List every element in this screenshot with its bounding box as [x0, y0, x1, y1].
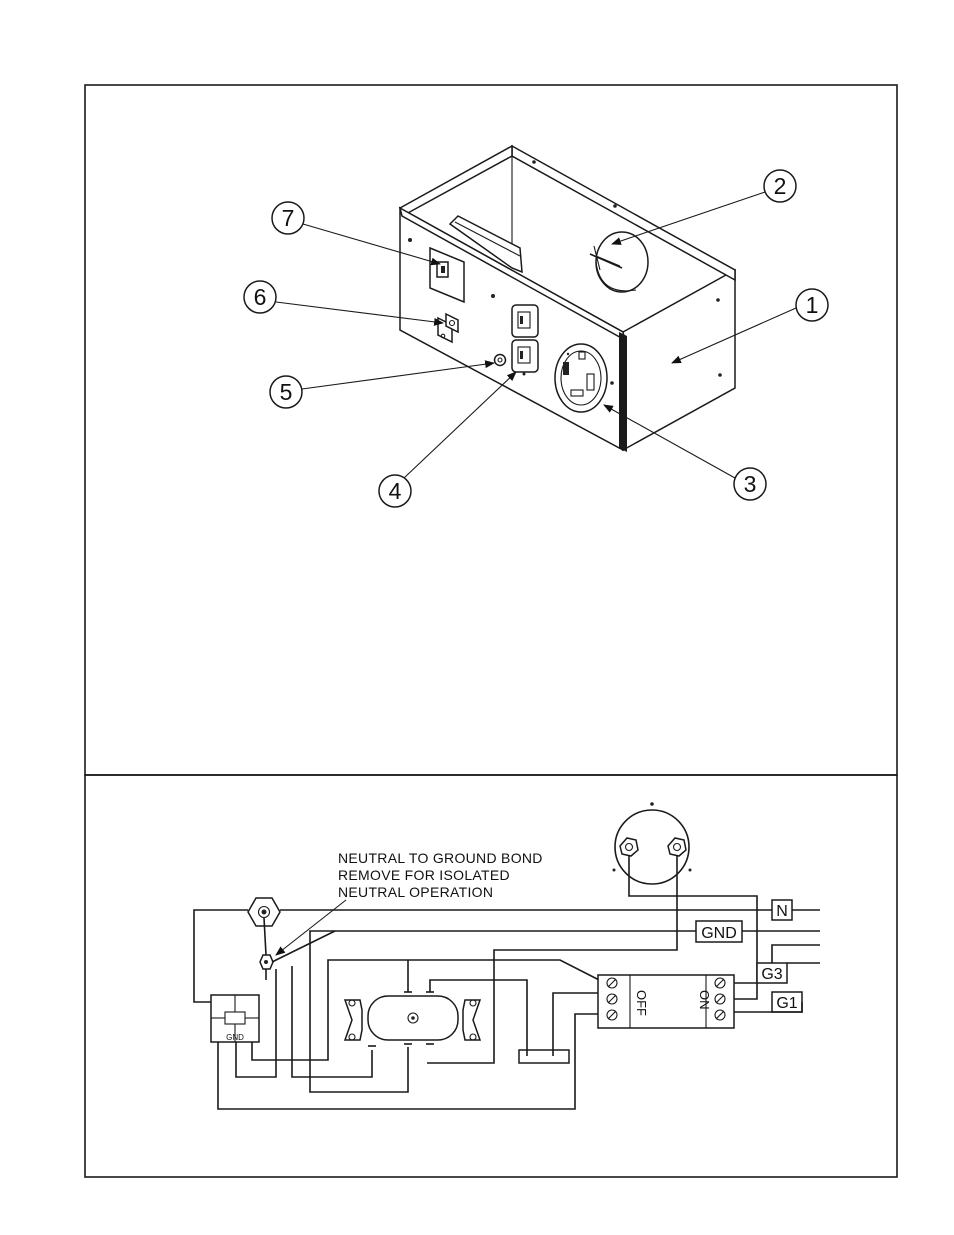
callout-label: 6 — [254, 284, 267, 310]
bond-note-arrow — [275, 899, 347, 956]
twist-lock-receptacle — [554, 343, 608, 413]
bond-note-line1: NEUTRAL TO GROUND BOND — [338, 850, 543, 866]
terminal-n: N — [771, 899, 793, 921]
svg-text:GND: GND — [226, 1033, 244, 1042]
callout-label: 7 — [282, 205, 295, 231]
bond-note-line2: REMOVE FOR ISOLATED — [338, 867, 510, 883]
callout-label: 5 — [280, 379, 293, 405]
inlet-plug-symbol — [612, 802, 692, 885]
callout-3: 3 — [603, 404, 767, 501]
internal-bracket — [448, 215, 523, 274]
switch-block: OFF ON — [597, 974, 735, 1029]
callout-7: 7 — [271, 201, 441, 266]
switch-on-label: ON — [697, 990, 712, 1010]
box-edge-flange — [619, 332, 627, 452]
bonding-nut — [493, 353, 507, 367]
callout-4: 4 — [378, 371, 517, 508]
callout-1: 1 — [671, 288, 829, 364]
callout-label: 2 — [774, 173, 787, 199]
control-box-drawing — [398, 144, 736, 452]
duplex-receptacle — [511, 304, 539, 376]
svg-text:G3: G3 — [761, 966, 782, 983]
terminal-g1: G1 — [771, 991, 803, 1013]
callout-5: 5 — [269, 360, 495, 409]
svg-text:GND: GND — [701, 925, 737, 942]
breaker-element-symbol — [518, 1049, 570, 1064]
callout-label: 3 — [744, 471, 757, 497]
svg-text:G1: G1 — [776, 995, 797, 1012]
box-left-rim — [398, 144, 513, 215]
duplex-outlet-symbol — [343, 991, 482, 1047]
switch-off-label: OFF — [634, 990, 649, 1016]
ground-block: GND — [210, 994, 260, 1043]
callout-6: 6 — [243, 280, 444, 326]
callout-2: 2 — [611, 169, 797, 245]
neutral-bond-hex — [247, 897, 281, 970]
svg-text:N: N — [776, 903, 788, 920]
power-inlet-plug — [589, 231, 649, 293]
callout-label: 1 — [806, 292, 819, 318]
wiring-diagram: NEUTRAL TO GROUND BOND REMOVE FOR ISOLAT… — [193, 802, 820, 1110]
terminal-g3: G3 — [756, 962, 788, 984]
ground-lug — [437, 312, 459, 344]
callout-label: 4 — [389, 478, 402, 504]
bond-note-line3: NEUTRAL OPERATION — [338, 884, 493, 900]
terminal-gnd: GND — [695, 920, 743, 943]
bottom-panel-frame — [84, 774, 898, 1178]
